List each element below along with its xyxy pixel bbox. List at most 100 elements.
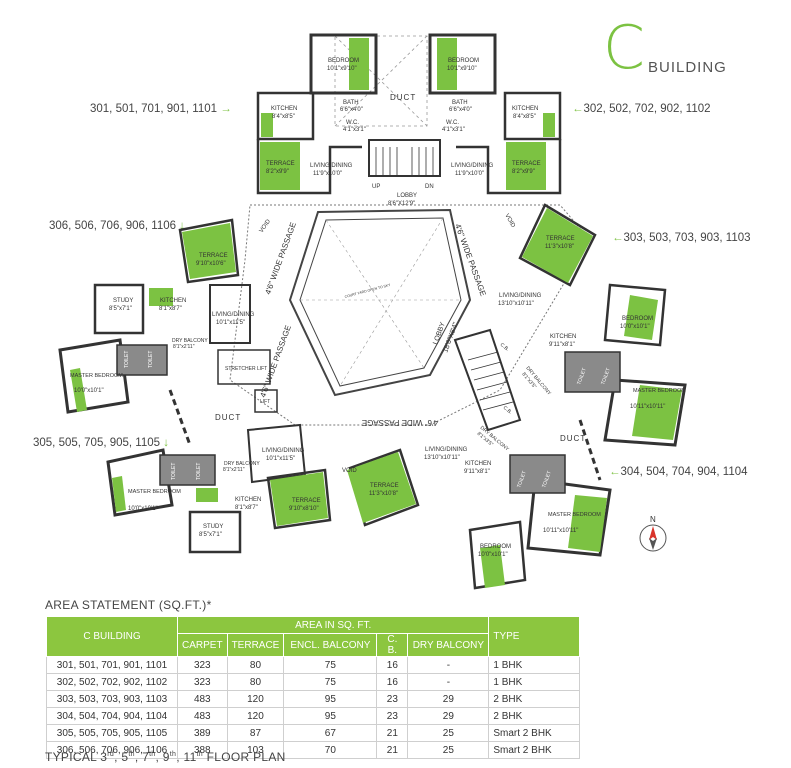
kitchen-305-name: KITCHEN	[235, 497, 261, 503]
cell: 306, 506, 706, 906, 1106	[46, 741, 178, 759]
north-label: N	[650, 515, 656, 524]
col-building: C BUILDING	[46, 616, 178, 657]
toilet-304a: TOILET	[516, 470, 528, 488]
terrace-a-name: TERRACE	[266, 161, 295, 167]
table-row: 302, 502, 702, 902, 1102 323 80 75 16 - …	[46, 673, 581, 691]
cell: 29	[407, 707, 490, 725]
master-303-name: MASTER BEDROOM	[633, 388, 686, 394]
wc-b-name: W.C.	[446, 120, 459, 126]
terrace-b-name: TERRACE	[512, 161, 541, 167]
terrace-306-size: 9'10"x10'6"	[196, 261, 226, 267]
study-305-name: STUDY	[203, 524, 223, 530]
void-right: VOID	[503, 213, 516, 229]
passage-lower: 4'6" WIDE PASSAGE	[258, 324, 293, 399]
cell: 323	[177, 656, 228, 674]
terrace-305-size: 9'10"x8'10"	[289, 506, 319, 512]
table-row: 303, 503, 703, 903, 1103 483 120 95 23 2…	[46, 690, 581, 708]
building-letter: C	[603, 13, 645, 83]
master-306-size: 10'0"x10'1"	[74, 388, 104, 394]
living-a-name: LIVING/DINING	[310, 163, 353, 169]
terrace-306-name: TERRACE	[199, 253, 228, 259]
cb-upper: C.B.	[499, 342, 510, 353]
void-left: VOID	[259, 218, 273, 234]
kitchen-303-name: KITCHEN	[550, 334, 576, 340]
col-encl-balcony: ENCL. BALCONY	[283, 633, 378, 657]
stair-dn: DN	[425, 184, 434, 190]
cell: 29	[407, 690, 490, 708]
living-a-size: 11'9"x10'0"	[313, 171, 342, 177]
stair-up: UP	[372, 184, 380, 190]
col-type: TYPE	[488, 616, 581, 657]
master-306-name: MASTER BEDROOM	[70, 373, 123, 379]
table-row: 301, 501, 701, 901, 1101 323 80 75 16 - …	[46, 656, 581, 674]
living-306-size: 10'1"x11'5"	[216, 320, 245, 326]
terrace-a-size: 8'2"x9'9"	[266, 169, 289, 175]
terrace-303-name: TERRACE	[546, 236, 575, 242]
cell: 16	[376, 673, 409, 691]
cell: 323	[177, 673, 228, 691]
living-304-name: LIVING/DINING	[425, 447, 468, 453]
cell: 483	[177, 707, 228, 725]
living-305-name: LIVING/DINING	[262, 448, 305, 454]
unit-label-302: ←302, 502, 702, 902, 1102	[572, 103, 711, 115]
cell: 2 BHK	[488, 690, 581, 708]
table-row: 306, 506, 706, 906, 1106 388 103 70 21 2…	[46, 741, 581, 759]
cell: 75	[283, 673, 378, 691]
unit-label-301: 301, 501, 701, 901, 1101 →	[90, 103, 232, 115]
kitchen-305-size: 8'1"x8'7"	[235, 505, 258, 511]
cell: 25	[407, 741, 490, 759]
cell: 80	[226, 656, 285, 674]
bath-b-size: 6'6"x4'0"	[449, 107, 472, 113]
floor-plan: BEDROOM 10'1"x9'10" BEDROOM 10'1"x9'10" …	[58, 33, 687, 590]
kitchen-a-name: KITCHEN	[271, 106, 297, 112]
wc-b-size: 4'1"x3'1"	[442, 127, 465, 133]
duct-top: DUCT	[390, 93, 416, 102]
unit-label-306: 306, 506, 706, 906, 1106 ↓	[49, 220, 185, 232]
duct-right: DUCT	[560, 434, 586, 443]
passage-bottom: 4'6" WIDE PASSAGE	[362, 418, 438, 427]
bedroom-b-size: 10'1"x9'10"	[447, 66, 477, 72]
cell: 23	[376, 707, 409, 725]
terrace-303-size: 11'3"x10'8"	[545, 244, 574, 250]
col-carpet: CARPET	[177, 633, 228, 657]
bath-a-name: BATH	[343, 100, 359, 106]
kitchen-a-size: 8'4"x8'5"	[272, 114, 295, 120]
toilet-306b: TOILET	[148, 351, 154, 368]
toilet-305b: TOILET	[196, 463, 202, 480]
master-304-size: 10'11"x10'11"	[543, 528, 578, 534]
area-statement-title: AREA STATEMENT (SQ.FT.)*	[45, 598, 212, 612]
study-305-size: 8'5"x7'1"	[199, 532, 222, 538]
terrace-b-size: 8'2"x9'9"	[512, 169, 535, 175]
cell: 301, 501, 701, 901, 1101	[46, 656, 178, 674]
cell: 2 BHK	[488, 707, 581, 725]
kitchen-b-name: KITCHEN	[512, 106, 538, 112]
master-303-size: 10'11"x10'11"	[630, 404, 665, 410]
cell: 25	[407, 724, 490, 742]
cell: Smart 2 BHK	[488, 724, 581, 742]
kitchen-303-size: 9'11"x8'1"	[549, 342, 575, 348]
cell: 95	[283, 690, 378, 708]
building-word: BUILDING	[648, 59, 727, 76]
void-bottom: VOID	[342, 468, 357, 474]
cell: 95	[283, 707, 378, 725]
table-row: 304, 504, 704, 904, 1104 483 120 95 23 2…	[46, 707, 581, 725]
col-group: AREA IN SQ. FT.	[176, 616, 490, 634]
drybal-306-size: 8'1"x2'11"	[173, 344, 195, 350]
master-305-name: MASTER BEDROOM	[128, 489, 181, 495]
cell: -	[407, 656, 490, 674]
table-row: 305, 505, 705, 905, 1105 389 87 67 21 25…	[46, 724, 581, 742]
cell: 302, 502, 702, 902, 1102	[46, 673, 178, 691]
living-b-size: 11'9"x10'0"	[455, 171, 484, 177]
area-statement-table: C BUILDING AREA IN SQ. FT. TYPE CARPET T…	[46, 616, 581, 759]
cell: 1 BHK	[488, 673, 581, 691]
cell: 21	[376, 741, 409, 759]
bath-b-name: BATH	[452, 100, 468, 106]
stretcher-lift: STRETCHER LIFT	[225, 366, 267, 372]
cell: Smart 2 BHK	[488, 741, 581, 759]
toilet-305a: TOILET	[171, 463, 177, 480]
kitchen-304-size: 9'11"x8'1"	[464, 469, 490, 475]
toilet-306a: TOILET	[124, 351, 130, 368]
living-306-name: LIVING/DINING	[212, 312, 255, 318]
cell: 303, 503, 703, 903, 1103	[46, 690, 178, 708]
cell: 67	[283, 724, 378, 742]
